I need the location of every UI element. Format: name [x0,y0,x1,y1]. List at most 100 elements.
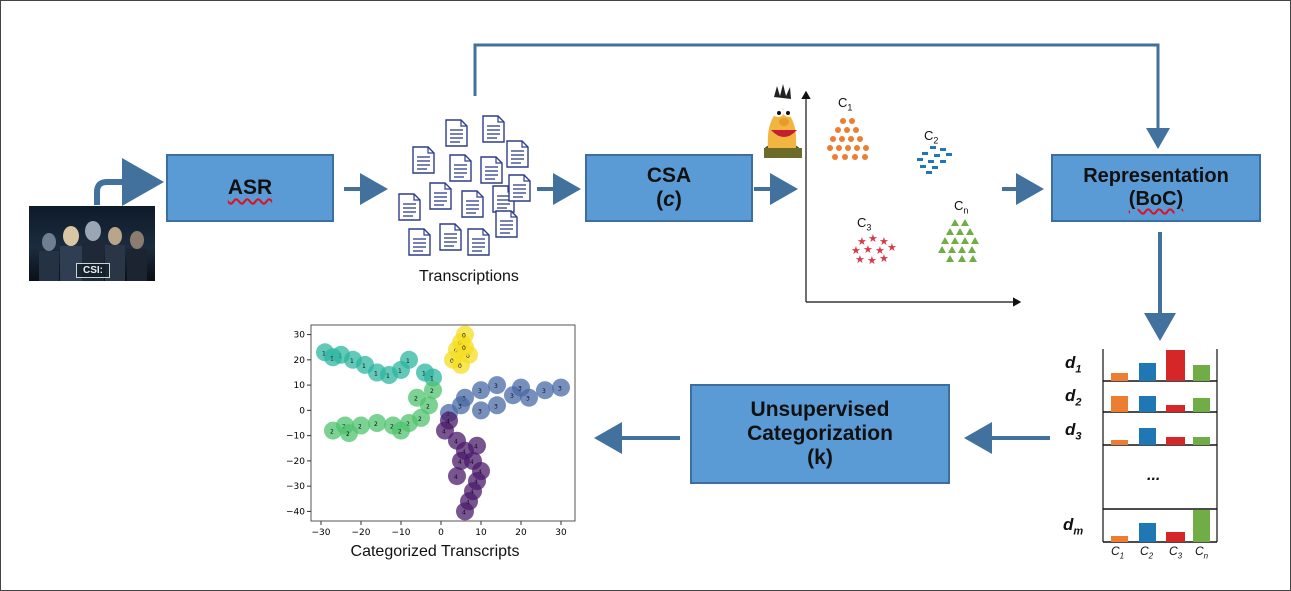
scatter-point-glyph: 0 [462,333,466,340]
representation-sub-label: (BoC) [1128,188,1184,210]
scatter-point [472,401,490,420]
x-tick-label: 10 [475,528,487,538]
scatter-point-glyph: 0 [462,345,466,352]
x-tick-label: −20 [352,528,371,538]
scatter-point-glyph: 3 [478,408,482,415]
cluster-c1-label: C1 [838,95,853,113]
cluster-cn-label: Cn [954,198,969,216]
svg-text:★: ★ [855,253,865,266]
uc-label-line2: Categorization [747,421,893,445]
scatter-point-glyph: 3 [542,388,546,395]
x-tick-label: 0 [438,528,444,538]
scatter-point-glyph: 2 [330,429,334,436]
scatter-point [400,350,418,369]
svg-text:★: ★ [851,244,861,257]
x-tick-label: −10 [392,528,411,538]
scatter-point-glyph: 3 [558,386,562,393]
scatter-point [452,355,470,374]
cluster-c2-points [917,146,952,174]
scatter-point-glyph: 0 [454,348,458,355]
cluster-c2-label: C2 [924,128,939,146]
scatter-point-glyph: 2 [414,396,418,403]
scatter-point-glyph: 1 [322,350,326,357]
svg-text:★: ★ [863,243,873,256]
scatter-point [456,502,474,521]
scatter-point-glyph: 4 [454,439,458,446]
scatter-point [512,378,530,397]
scatter-point-glyph: 2 [406,421,410,428]
col-label-c2: C2 [1140,544,1154,561]
svg-text:★: ★ [857,235,867,248]
scatter-point [424,381,442,400]
scatter-point-glyph: 0 [450,358,454,365]
scatter-point-glyph: 2 [430,388,434,395]
scatter-point [368,414,386,432]
row-label-d2: d2 [1065,386,1082,409]
row-label-dm: dm [1063,515,1084,538]
scatter-point-glyph: 2 [418,416,422,423]
col-label-c1: C1 [1111,544,1125,561]
tv-logo: CSI: [76,263,110,278]
scatter-point-glyph: 2 [390,424,394,431]
uc-label-line1: Unsupervised [750,397,890,421]
scatter-point-glyph: 1 [430,376,434,383]
representation-box: Representation (BoC) [1051,154,1261,222]
row-ellipsis: ... [1147,467,1161,484]
scatter-point-glyph: 4 [446,419,450,426]
cluster-c3-points: ★★★ ★★★★ ★★★ [851,232,897,267]
scatter-point-glyph: 4 [454,474,458,481]
scatter-point-glyph: 4 [478,469,482,476]
svg-text:★: ★ [875,244,885,257]
scatter-point-glyph: 4 [474,479,478,486]
scatter-point [424,368,442,387]
scatter-point [552,378,570,397]
scatter-point-glyph: 1 [422,371,426,378]
row-label-d1: d1 [1065,353,1082,376]
scatter-point-glyph: 1 [374,371,378,378]
unsupervised-categorization-box: Unsupervised Categorization (k) [690,384,950,484]
arrow-video-to-asr [94,158,164,206]
scatter-point-glyph: 4 [462,449,466,456]
scatter-point-glyph: 2 [426,403,430,410]
scatter-point [488,396,506,415]
y-tick-label: −40 [286,507,305,517]
svg-text:★: ★ [879,252,889,265]
scatter-point-glyph: 1 [398,368,402,375]
scatter-point-glyph: 3 [494,403,498,410]
scatter-point-glyph: 3 [494,383,498,390]
x-tick-label: 20 [515,528,527,538]
csa-param: (c) [656,188,682,211]
scatter-point-glyph: 1 [386,373,390,380]
y-tick-label: 10 [294,381,306,391]
cluster-cn-points [938,219,979,262]
x-tick-label: −30 [312,528,331,538]
svg-text:★: ★ [879,235,889,248]
scatter-point [456,338,474,357]
scatter-point [324,348,342,367]
scatter-point-glyph: 3 [526,396,530,403]
scatter-point [448,467,466,486]
scatter-point-glyph: 4 [470,459,474,466]
row-label-d3: d3 [1065,420,1082,443]
scatter-point [392,421,410,440]
scatter-point [472,381,490,400]
scatter-point [452,451,470,470]
scatter-point-glyph: 0 [466,353,470,360]
scatter-point [440,411,458,430]
scatter-point-glyph: 1 [362,363,366,370]
y-tick-label: −30 [286,482,305,492]
y-tick-label: 0 [299,406,305,416]
csa-label: CSA [646,163,692,187]
svg-text:★: ★ [887,241,897,254]
scatter-point-glyph: 1 [406,358,410,365]
scatter-point [456,325,474,344]
scatter-point-glyph: 0 [458,363,462,370]
y-tick-label: −20 [286,457,305,467]
asr-label: ASR [227,175,273,199]
y-tick-label: 30 [294,331,306,341]
cluster-c3-label: C3 [857,215,872,233]
